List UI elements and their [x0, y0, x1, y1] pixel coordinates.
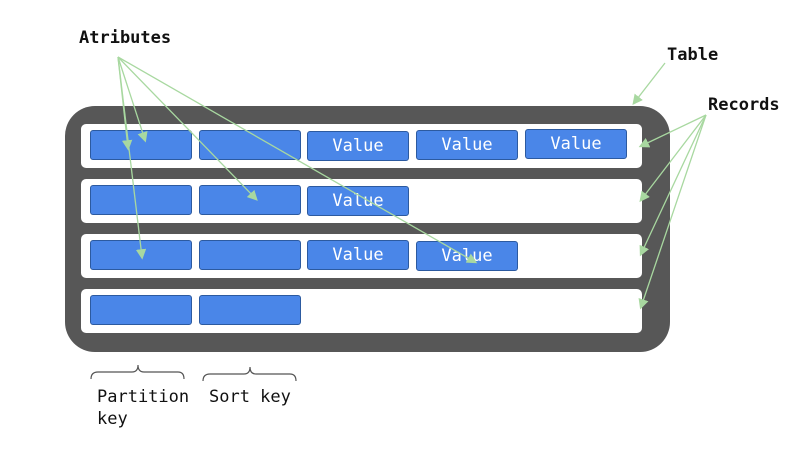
table-arrow — [632, 62, 666, 106]
value-cell: Value — [307, 131, 409, 161]
sort-key-label: Sort key — [209, 387, 291, 407]
attribute-arrow — [117, 56, 478, 264]
partition-key-brace — [90, 364, 185, 380]
attributes-label: Atributes — [79, 28, 172, 48]
record-arrow — [639, 114, 707, 203]
records-label: Records — [708, 95, 780, 115]
attribute-arrow — [117, 56, 258, 201]
record-arrow — [639, 114, 707, 257]
value-cell: Value — [416, 130, 518, 160]
record-arrow — [638, 114, 707, 148]
attribute-arrow — [117, 56, 147, 260]
table-label: Table — [667, 45, 719, 65]
sort-key-cell — [199, 130, 301, 160]
attribute-arrow — [117, 56, 148, 143]
value-cell: Value — [307, 186, 409, 216]
value-cell: Value — [307, 240, 409, 270]
sort-key-cell — [199, 240, 301, 270]
partition-key-label: Partition key — [97, 387, 190, 429]
sort-key-cell — [199, 295, 301, 325]
value-cell: Value — [525, 129, 627, 159]
partition-key-cell — [90, 185, 192, 215]
record-arrow — [638, 114, 707, 310]
partition-key-cell — [90, 295, 192, 325]
sort-key-brace — [202, 366, 297, 382]
